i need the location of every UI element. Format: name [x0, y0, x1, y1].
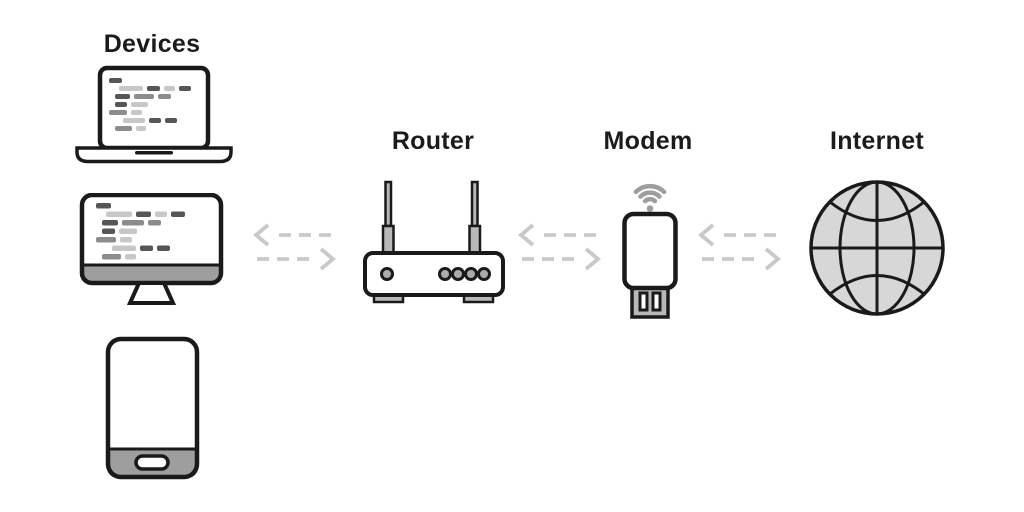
router-led-dots: [380, 267, 491, 281]
dashed-arrows-router-modem: [518, 221, 603, 273]
laptop-icon: [75, 64, 233, 164]
right-arrow-icon: [764, 247, 781, 271]
home-button: [134, 454, 170, 471]
desktop-monitor-icon: [79, 193, 229, 305]
modem-label: Modem: [603, 127, 693, 155]
router-label: Router: [391, 127, 475, 155]
wifi-signal-icon: [633, 183, 667, 204]
right-arrow-icon: [584, 247, 601, 271]
globe-icon: [807, 178, 947, 318]
usb-wifi-modem-icon: [620, 166, 680, 322]
wifi-router-icon: [360, 175, 508, 305]
internet-label: Internet: [829, 127, 925, 155]
devices-label: Devices: [103, 30, 201, 58]
dashed-arrows-devices-router: [253, 221, 338, 273]
left-arrow-icon: [698, 223, 715, 247]
left-arrow-icon: [518, 223, 535, 247]
laptop-code-lines: [109, 78, 191, 131]
right-arrow-icon: [319, 247, 336, 271]
dashed-arrows-modem-internet: [698, 221, 783, 273]
router-antennas: [381, 180, 482, 258]
left-arrow-icon: [253, 223, 270, 247]
monitor-code-lines: [96, 203, 185, 260]
smartphone-icon: [104, 336, 200, 481]
